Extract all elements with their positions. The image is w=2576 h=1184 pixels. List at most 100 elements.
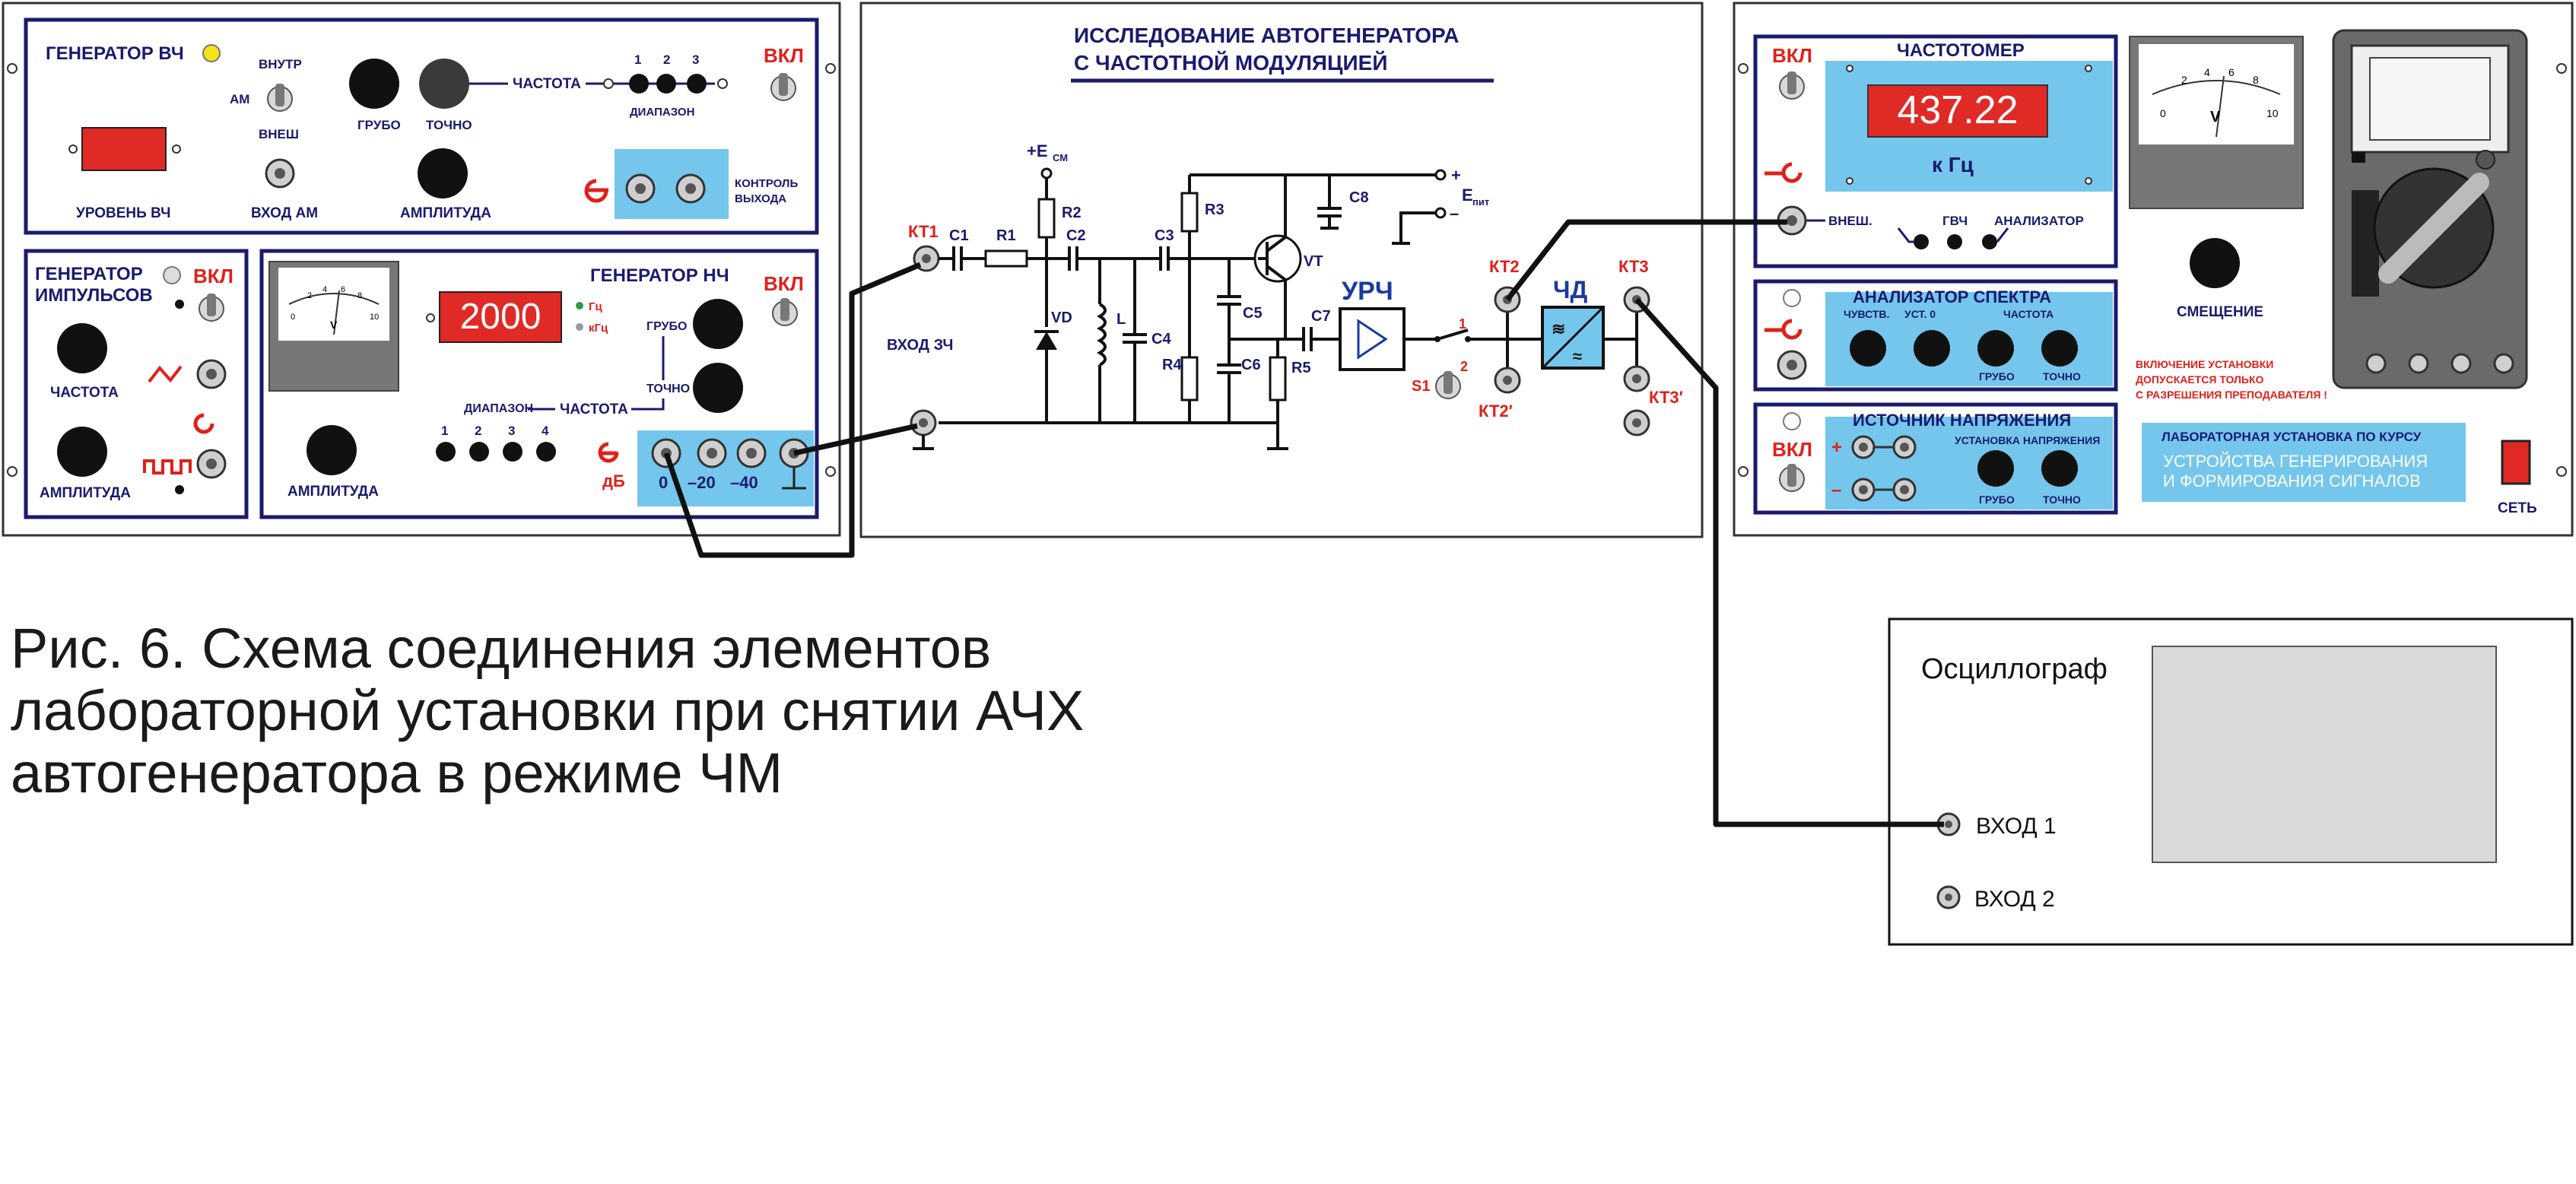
input-lf-jack[interactable]	[910, 409, 937, 436]
kt1-label: КТ1	[908, 222, 939, 241]
cable-lf-to-kt1[interactable]	[663, 262, 922, 558]
oscilloscope-input-2-jack[interactable]	[1936, 885, 1961, 909]
power-fine-knob[interactable]	[2041, 450, 2078, 487]
caption-line-1: Рис. 6. Схема соединения элементов	[11, 617, 992, 680]
hf-on-label: ВКЛ	[764, 44, 804, 67]
lf-output-jack-40db[interactable]	[736, 438, 767, 468]
voltmeter-needle	[333, 290, 340, 335]
lf-power-toggle[interactable]	[772, 298, 798, 326]
scale-tick-label: 6	[2228, 66, 2235, 78]
lf-range-button-2[interactable]	[469, 442, 489, 462]
scale-tick-label: 6	[341, 285, 345, 294]
freq-meter-analyzer-label: АНАЛИЗАТОР	[1994, 214, 2084, 228]
power-minus-terminals[interactable]	[1851, 478, 1917, 502]
cable-kt2-to-frequency-meter[interactable]	[1505, 219, 1787, 302]
mains-switch[interactable]	[2501, 440, 2531, 485]
hf-power-toggle[interactable]	[770, 73, 796, 101]
freq-meter-source-ext-button[interactable]	[1914, 234, 1929, 249]
screw	[172, 144, 181, 154]
lf-range-button-3[interactable]	[503, 442, 523, 462]
input-lf-label: ВХОД ЗЧ	[887, 337, 953, 354]
scale-tick-label: 8	[357, 291, 362, 300]
freq-meter-power-toggle[interactable]	[1779, 71, 1805, 100]
switch-pos-1-label: 1	[1459, 316, 1466, 332]
hf-input-am-jack[interactable]	[265, 158, 295, 189]
bias-label: СМЕЩЕНИЕ	[2177, 304, 2263, 320]
oscilloscope-input-1-jack[interactable]	[1936, 812, 1961, 836]
pulse-power-toggle[interactable]	[199, 294, 224, 322]
pulse-waveform-icon	[143, 459, 192, 475]
pulse-frequency-knob[interactable]	[57, 323, 107, 373]
hf-coarse-knob[interactable]	[349, 59, 399, 109]
power-plus-terminals[interactable]	[1851, 435, 1917, 459]
hf-modulation-toggle[interactable]	[267, 84, 293, 112]
hf-amplitude-knob[interactable]	[418, 148, 468, 198]
lf-fine-knob[interactable]	[693, 363, 743, 413]
power-coarse-knob[interactable]	[1977, 450, 2014, 487]
hf-range-button-2[interactable]	[656, 74, 676, 94]
kt3-prime-jack-1[interactable]	[1623, 365, 1650, 392]
output-arrow-icon	[193, 413, 214, 434]
multimeter-jack-3[interactable]	[2451, 353, 2472, 374]
mains-label: СЕТЬ	[2498, 500, 2537, 516]
multimeter-jack-1[interactable]	[2365, 353, 2387, 374]
freq-meter-source-analyzer-button[interactable]	[1982, 234, 1997, 249]
vd-label: VD	[1051, 309, 1072, 326]
power-fine-label: ТОЧНО	[2043, 494, 2081, 506]
hf-output-jack-2[interactable]	[675, 173, 706, 204]
freq-meter-unit: к Гц	[1932, 153, 1974, 176]
lf-range-button-4[interactable]	[536, 442, 556, 462]
multimeter-jack-4[interactable]	[2493, 353, 2514, 374]
pulse-jack-square[interactable]	[196, 449, 227, 479]
resistor-r3	[1180, 192, 1199, 233]
kt2-label: КТ2	[1489, 257, 1520, 276]
pulse-amplitude-knob[interactable]	[57, 427, 107, 477]
power-supply-toggle[interactable]	[1779, 464, 1805, 492]
lf-coarse-knob[interactable]	[693, 299, 743, 349]
hf-external-label: ВНЕШ	[259, 127, 299, 141]
pulse-generator-title-1: ГЕНЕРАТОР	[35, 264, 143, 284]
freq-meter-ext-label: ВНЕШ.	[1828, 214, 1872, 228]
kt3-prime-jack-2[interactable]	[1623, 409, 1650, 436]
lab-title-line-1: ЛАБОРАТОРНАЯ УСТАНОВКА ПО КУРСУ	[2161, 430, 2422, 444]
spectrum-coarse-knob[interactable]	[1977, 330, 2014, 367]
multimeter-button-column[interactable]	[2352, 190, 2379, 297]
spectrum-fine-knob[interactable]	[2041, 330, 2078, 367]
lf-frequency-label: ЧАСТОТА	[560, 402, 628, 417]
cable-kt3-to-oscilloscope[interactable]	[1634, 297, 1944, 827]
lf-amplitude-knob[interactable]	[307, 425, 357, 475]
freq-meter-source-gvch-button[interactable]	[1947, 234, 1962, 249]
oscilloscope-panel: Осциллограф ВХОД 1 ВХОД 2	[1888, 617, 2574, 946]
hf-output-jack-1[interactable]	[625, 173, 656, 204]
s1-label: S1	[1412, 378, 1430, 395]
caption-line-3: автогенератора в режиме ЧМ	[11, 741, 783, 805]
scale-tick-label: 8	[2253, 74, 2259, 86]
hf-range-button-1[interactable]	[629, 74, 649, 94]
lf-output-jack-20db[interactable]	[697, 438, 727, 468]
spectrum-input-jack[interactable]	[1777, 350, 1807, 380]
pulse-jack-sawtooth[interactable]	[196, 359, 227, 389]
att-40-label: –40	[730, 473, 758, 492]
kt2-prime-jack[interactable]	[1494, 367, 1521, 394]
screw	[2085, 177, 2092, 185]
input-arrow-icon	[1781, 162, 1803, 183]
hf-range-button-3[interactable]	[687, 74, 707, 94]
lab-title-line-3: И ФОРМИРОВАНИЯ СИГНАЛОВ	[2163, 471, 2421, 490]
spectrum-zero-knob[interactable]	[1914, 330, 1950, 367]
hf-input-am-label: ВХОД АМ	[251, 205, 318, 221]
spectrum-sens-knob[interactable]	[1850, 330, 1886, 367]
screw	[1738, 466, 1749, 477]
ecm-label: +E	[1027, 141, 1048, 160]
bias-knob[interactable]	[2190, 238, 2240, 288]
scale-tick-label: 10	[370, 313, 379, 322]
lf-range-button-1[interactable]	[436, 442, 456, 462]
s1-switch-toggle[interactable]	[1435, 371, 1461, 399]
schematic-title-1: ИССЛЕДОВАНИЕ АВТОГЕНЕРАТОРА	[1074, 24, 1459, 47]
cable-ground-to-input[interactable]	[793, 423, 918, 456]
oscilloscope-screen	[2152, 646, 2497, 863]
multimeter-jack-2[interactable]	[2408, 353, 2429, 374]
resistor-r2	[1037, 198, 1056, 239]
hf-generator-section: ГЕНЕРАТОР ВЧ УРОВЕНЬ ВЧ ВНУТР АМ ВНЕШ ВХ…	[24, 17, 819, 235]
hf-fine-knob[interactable]	[419, 59, 469, 109]
output-arrow-icon	[584, 179, 608, 203]
